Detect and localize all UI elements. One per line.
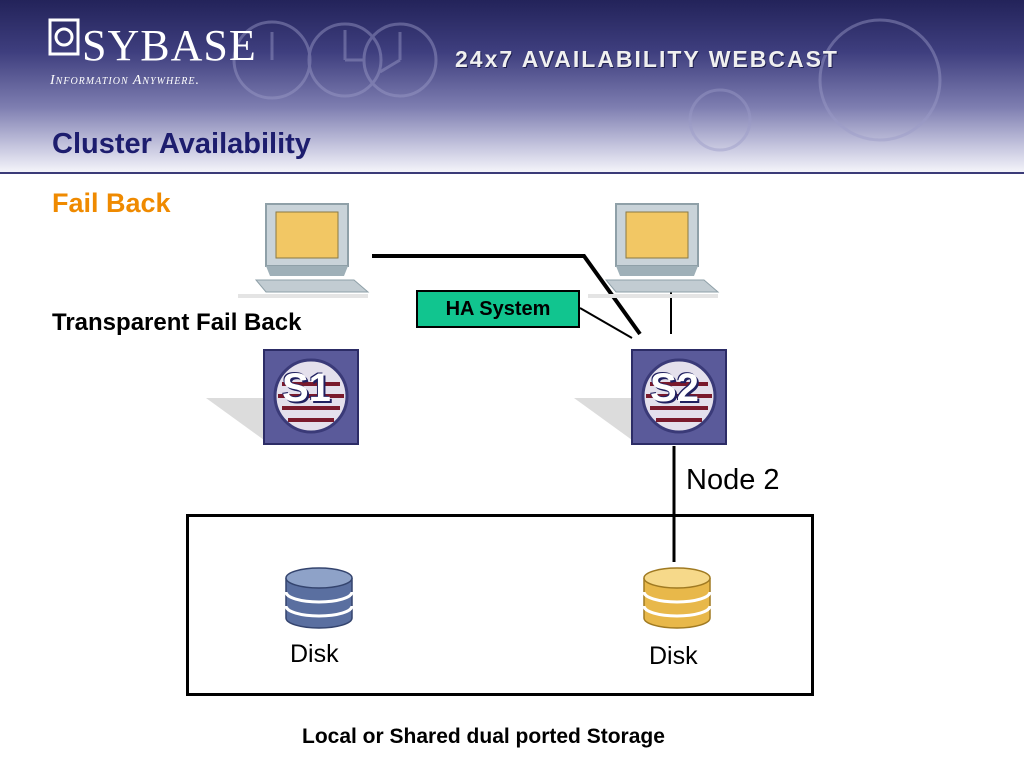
sybase-emblem-icon — [48, 18, 80, 56]
server-s2-label: S2 — [650, 366, 699, 410]
node-2-label: Node 2 — [686, 464, 780, 496]
brand-logo: SYBASE — [82, 21, 257, 70]
computer-2-icon — [588, 203, 720, 298]
disk-2-icon — [642, 567, 712, 629]
ha-system-box: HA System — [416, 290, 580, 328]
disk-2-label: Disk — [649, 642, 698, 670]
computer-1-icon — [238, 203, 370, 298]
storage-box — [186, 514, 814, 696]
banner-decoration — [48, 18, 942, 152]
header-banner: SYBASE Information Anywhere. 24x7 AVAILA… — [0, 0, 1024, 172]
server-s1-label: S1 — [282, 366, 331, 410]
page-title: Cluster Availability — [52, 128, 311, 160]
transparent-fail-back-label: Transparent Fail Back — [52, 309, 302, 336]
disk-1-icon — [284, 567, 354, 629]
disk-1-label: Disk — [290, 640, 339, 668]
server-s1-icon — [206, 349, 359, 445]
storage-caption: Local or Shared dual ported Storage — [302, 725, 665, 748]
slide-subtitle: Fail Back — [52, 188, 171, 218]
webcast-title: 24x7 AVAILABILITY WEBCAST — [455, 46, 839, 72]
server-s2-icon — [574, 349, 727, 445]
brand-tagline: Information Anywhere. — [50, 73, 201, 88]
header-divider — [0, 172, 1024, 174]
